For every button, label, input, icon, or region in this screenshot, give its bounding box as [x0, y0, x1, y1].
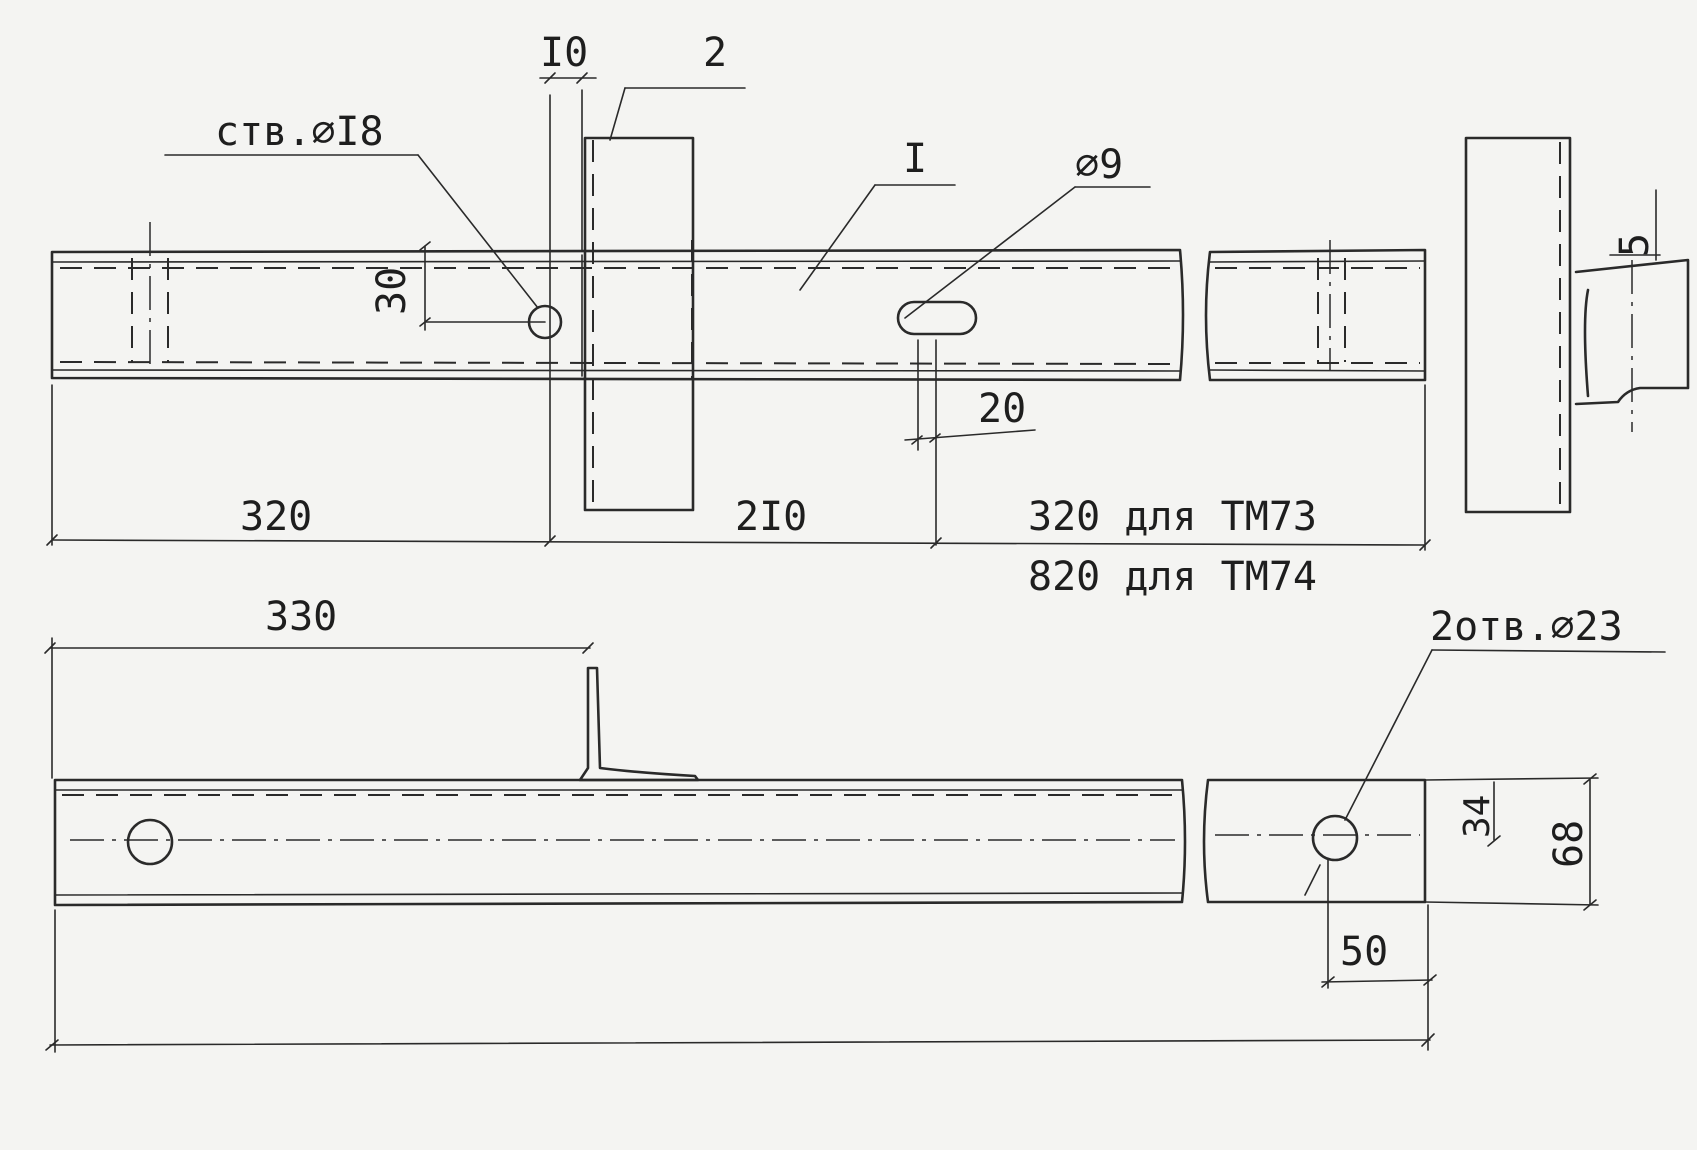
tick: [44, 642, 56, 654]
side-plate: [1464, 136, 1572, 514]
beam-flange-line: [51, 260, 1181, 263]
dim-820-tm74-label: 820 для ТМ74: [1028, 554, 1317, 600]
dim-320-tm73-label: 320 для ТМ73: [1028, 494, 1317, 540]
tick: [930, 537, 942, 549]
dim-68-label: 68: [1546, 820, 1592, 868]
beam-front-right: [1202, 778, 1427, 904]
dim-34-label: 34: [1457, 795, 1498, 838]
leader-line: [417, 154, 539, 309]
top-view: [46, 72, 1431, 551]
hole-23-left: [126, 818, 174, 866]
beam-flange-line: [54, 892, 1183, 896]
slot-9: [896, 300, 978, 336]
dim-5-label: 5: [1612, 233, 1658, 257]
dim-10-label: I0: [540, 30, 588, 76]
tick: [419, 241, 431, 251]
beam-flange-line: [1209, 369, 1426, 372]
leader-line: [1344, 649, 1433, 821]
tick: [1423, 974, 1437, 986]
beam-top-left: [50, 248, 1185, 382]
plate-part2: [583, 136, 695, 512]
extension-line: [1424, 777, 1599, 781]
dimension-line: [49, 1039, 1431, 1046]
tick: [1421, 1033, 1435, 1047]
side-view: [1464, 136, 1690, 514]
dimension-line: [904, 429, 1036, 441]
tick: [544, 535, 556, 547]
holes-23-callout: 2отв.⌀23: [1430, 604, 1623, 650]
part-1-label: I: [903, 136, 927, 182]
leader-line: [1304, 864, 1321, 896]
hidden-line: [59, 361, 1176, 365]
part-2-label: 2: [703, 30, 727, 76]
tick: [1419, 539, 1431, 551]
tick: [929, 433, 941, 443]
beam-front-left: [53, 778, 1187, 907]
tick: [544, 72, 556, 84]
dim-30-label: 30: [369, 267, 415, 315]
leader-line: [904, 186, 1076, 319]
dimension-line: [1321, 979, 1433, 983]
tick: [419, 317, 431, 327]
hole-23-right: [1311, 814, 1359, 862]
tick: [1583, 773, 1597, 785]
hole-18-callout: ств.⌀I8: [215, 109, 384, 155]
tick: [582, 642, 594, 654]
leader-line: [1431, 649, 1666, 653]
tick: [1583, 899, 1597, 911]
dim-50-label: 50: [1340, 929, 1388, 975]
front-view: [44, 637, 1666, 1053]
beam-flange-line: [51, 369, 1181, 372]
tick: [1321, 976, 1335, 988]
tick: [1487, 835, 1501, 847]
dim-210-label: 2I0: [735, 494, 807, 540]
leader-line: [799, 184, 876, 291]
leader-line: [609, 87, 626, 141]
tick: [46, 534, 58, 546]
dim-20-label: 20: [978, 386, 1026, 432]
dim-330-label: 330: [265, 594, 337, 640]
dim-320-label: 320: [240, 494, 312, 540]
tick: [576, 72, 588, 84]
plate-edge: [578, 666, 700, 782]
dimension-line: [51, 539, 1426, 546]
tick: [45, 1039, 59, 1051]
angle-profile: [1574, 258, 1690, 406]
tick: [911, 435, 923, 445]
slot-9-callout: ⌀9: [1075, 142, 1123, 188]
extension-line: [1424, 901, 1599, 906]
beam-top-right: [1204, 248, 1427, 382]
labels: I0 2 I ств.⌀I8 ⌀9 30 20 5 320 2I0 320 дл…: [215, 30, 1658, 975]
